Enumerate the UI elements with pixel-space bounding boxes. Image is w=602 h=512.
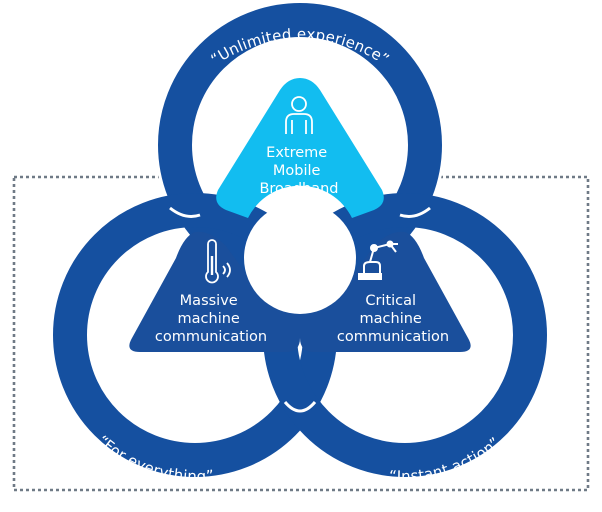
center-hub	[244, 202, 356, 314]
segment-label-top: Extreme Mobile Broadband	[259, 145, 338, 197]
segment-label-right: Critical machine communication	[337, 293, 449, 345]
segment-critical-machine-communication	[300, 231, 471, 352]
segment-label-left: Massive machine communication	[155, 293, 267, 345]
thermometer-icon	[205, 239, 231, 284]
robotic-arm-icon	[358, 240, 398, 280]
person-icon	[285, 96, 313, 134]
ring-separators	[169, 206, 431, 413]
segment-extreme-mobile-broadband	[216, 78, 384, 218]
segment-massive-machine-communication	[129, 231, 300, 352]
